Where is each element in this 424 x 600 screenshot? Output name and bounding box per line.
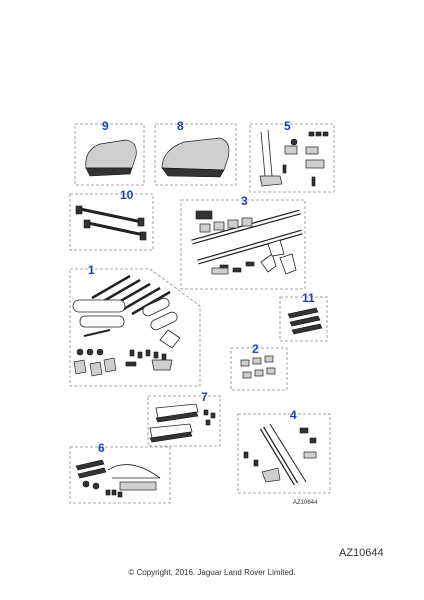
panel-9-roof-box[interactable]: 9: [74, 119, 145, 186]
callout-1[interactable]: 1: [88, 263, 95, 277]
callout-7[interactable]: 7: [201, 390, 208, 404]
callout-6[interactable]: 6: [98, 441, 105, 455]
panel-1-roof-rack-kit[interactable]: 1: [69, 263, 201, 387]
panel-4-cycle-carrier[interactable]: 4: [237, 408, 331, 494]
callout-3[interactable]: 3: [241, 194, 248, 208]
panel-3-load-carrier[interactable]: 3: [180, 194, 306, 290]
panel-7-ski-holder[interactable]: 7: [147, 390, 221, 447]
diagram-reference-code: AZ10644: [339, 547, 384, 559]
copyright-notice: © Copyright, 2016. Jaguar Land Rover Lim…: [128, 568, 296, 577]
panel-11-ski-clamps[interactable]: 11: [279, 291, 328, 342]
callout-4[interactable]: 4: [290, 408, 297, 422]
callout-2[interactable]: 2: [252, 342, 259, 356]
callout-11[interactable]: 11: [302, 291, 315, 305]
callout-9[interactable]: 9: [102, 119, 109, 133]
inner-reference-code: AZ10644: [293, 500, 318, 506]
panel-6-carrier-kit[interactable]: 6: [69, 441, 171, 504]
panel-10-roof-bars[interactable]: 10: [69, 188, 154, 251]
callout-10[interactable]: 10: [120, 188, 134, 202]
panel-2-locks[interactable]: 2: [230, 342, 288, 391]
callout-8[interactable]: 8: [177, 119, 184, 133]
panel-8-roof-box-large[interactable]: 8: [154, 119, 237, 186]
panel-5-cycle-holder[interactable]: 5: [249, 119, 335, 193]
callout-5[interactable]: 5: [284, 119, 291, 133]
